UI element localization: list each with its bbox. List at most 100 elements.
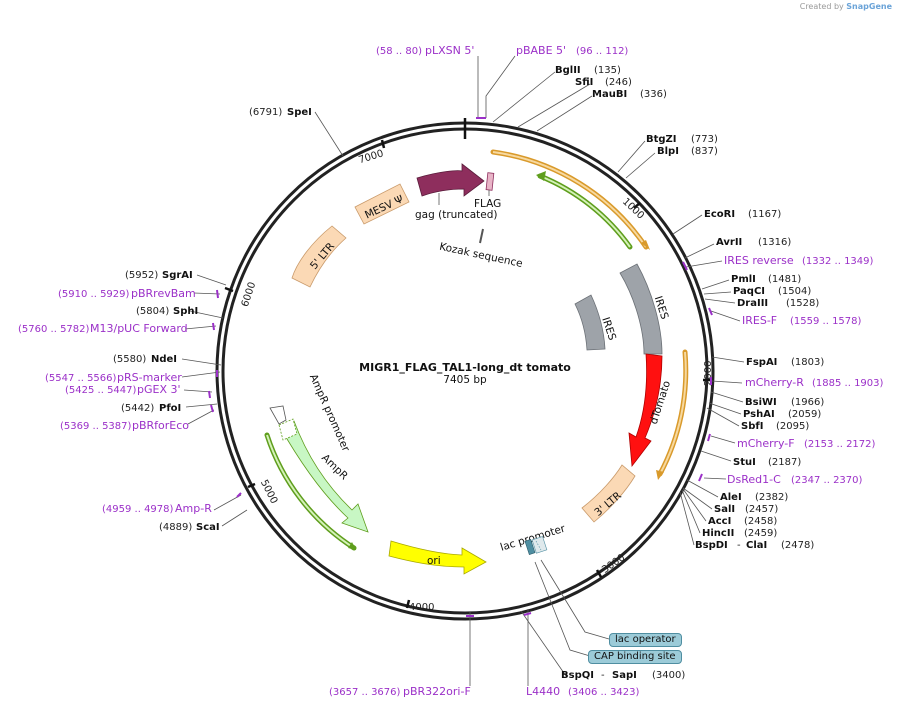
enzyme-SpeI-name[interactable]: SpeI bbox=[287, 107, 312, 118]
dtomato-arrow[interactable] bbox=[628, 353, 663, 468]
tick-5000 bbox=[247, 482, 256, 489]
primer-IRESrev-label[interactable]: IRES reverse bbox=[724, 254, 794, 267]
primer-pGEX-range: (5425 .. 5447) bbox=[65, 385, 137, 396]
enzyme-SalI-pos: (2457) bbox=[745, 504, 778, 515]
lac-operator-tag[interactable]: lac operator bbox=[609, 633, 682, 647]
enzyme-ClaI-name[interactable]: ClaI bbox=[746, 540, 767, 551]
cap-binding-box[interactable] bbox=[531, 536, 548, 554]
lac-operator-box[interactable] bbox=[524, 539, 536, 555]
enzyme-BspQI-name[interactable]: BspQI bbox=[561, 670, 594, 681]
enzyme-PmlI-name[interactable]: PmlI bbox=[731, 274, 756, 285]
enzyme-SgrAI-pos: (5952) bbox=[125, 270, 158, 281]
enzyme-MauBI-name[interactable]: MauBI bbox=[592, 89, 627, 100]
enzyme-PshAI-name[interactable]: PshAI bbox=[743, 409, 775, 420]
primer-M13-label[interactable]: M13/pUC Forward bbox=[90, 322, 188, 335]
enzyme-BspDI-name[interactable]: BspDI bbox=[695, 540, 728, 551]
primer-AmpR-range: (4959 .. 4978) bbox=[102, 504, 174, 515]
primer-DsRed1C-label[interactable]: DsRed1-C bbox=[727, 473, 781, 486]
primer-pBRforEco-label[interactable]: pBRforEco bbox=[132, 419, 189, 432]
enzyme-SbfI-name[interactable]: SbfI bbox=[741, 421, 763, 432]
ires-inner-arrow[interactable] bbox=[574, 294, 606, 351]
primer-pBABE-label[interactable]: pBABE 5' bbox=[516, 44, 566, 57]
ampr-promoter-arrow[interactable] bbox=[269, 405, 287, 425]
ires-outer-arrow[interactable] bbox=[619, 263, 663, 355]
tick-label-2000: 2000 bbox=[703, 361, 714, 386]
primer-pBRrevBam-label[interactable]: pBRrevBam bbox=[131, 287, 196, 300]
enzyme-BsiWI-name[interactable]: BsiWI bbox=[745, 397, 777, 408]
primer-pLXSN-label[interactable]: pLXSN 5' bbox=[425, 44, 474, 57]
cap-binding-site-tag[interactable]: CAP binding site bbox=[588, 650, 682, 664]
ampr-arrow[interactable] bbox=[279, 420, 369, 533]
ltr5-box[interactable] bbox=[291, 225, 347, 288]
enzyme-HincII-name[interactable]: HincII bbox=[702, 528, 734, 539]
enzyme-HincII-pos: (2459) bbox=[744, 528, 777, 539]
primer-pRS-range: (5547 .. 5566) bbox=[45, 373, 117, 384]
leader-BspDI bbox=[679, 491, 695, 546]
enzyme-AvrII-name[interactable]: AvrII bbox=[716, 237, 742, 248]
feature-label-ori: ori bbox=[427, 555, 441, 567]
primer-IRESF-range: (1559 .. 1578) bbox=[790, 316, 862, 327]
enzyme-DraIII-pos: (1528) bbox=[786, 298, 819, 309]
primer-mCherryF-label[interactable]: mCherry-F bbox=[737, 437, 795, 450]
enzyme-BglII-name[interactable]: BglII bbox=[555, 65, 581, 76]
enzyme-NdeI-name[interactable]: NdeI bbox=[151, 354, 177, 365]
enzyme-StuI-name[interactable]: StuI bbox=[733, 457, 756, 468]
ampr-promoter-box[interactable] bbox=[278, 418, 298, 441]
primer-L4440-label[interactable]: L4440 bbox=[526, 685, 560, 698]
plasmid-length: 7405 bp bbox=[443, 374, 487, 386]
enzyme-AccI-name[interactable]: AccI bbox=[708, 516, 731, 527]
enzyme-SphI-name[interactable]: SphI bbox=[173, 306, 198, 317]
green-ampr-arc-fill bbox=[266, 434, 355, 549]
leader-lacOperator bbox=[540, 559, 610, 640]
enzyme-ScaI-name[interactable]: ScaI bbox=[196, 522, 220, 533]
leader-SalI bbox=[682, 487, 713, 510]
primer-mark-pGEX bbox=[208, 390, 211, 399]
primer-AmpR-label[interactable]: Amp-R bbox=[175, 502, 212, 515]
enzyme-BtgZI-name[interactable]: BtgZI bbox=[646, 134, 677, 145]
leader-AleI bbox=[686, 479, 719, 498]
feature-label-kozak: Kozak sequence bbox=[438, 241, 523, 270]
leader-mCherryR bbox=[711, 380, 743, 384]
enzyme-PshAI-pos: (2059) bbox=[788, 409, 821, 420]
leader-SbfI bbox=[706, 407, 740, 427]
mesv-psi-box[interactable] bbox=[354, 183, 410, 225]
leader-PaqCI bbox=[703, 291, 732, 295]
leader-mCherryF bbox=[710, 435, 736, 444]
ori-arrow[interactable] bbox=[388, 540, 487, 575]
primer-mark-M13 bbox=[212, 322, 215, 331]
primer-pBABE-range: (96 .. 112) bbox=[576, 46, 628, 57]
enzyme-PaqCI-name[interactable]: PaqCI bbox=[733, 286, 765, 297]
flag-tag-box[interactable] bbox=[485, 172, 495, 191]
enzyme-SfiI-name[interactable]: SfiI bbox=[575, 77, 593, 88]
tick-7000 bbox=[380, 139, 386, 149]
primer-pRS-label[interactable]: pRS-marker bbox=[117, 371, 182, 384]
leader-PshAI bbox=[708, 402, 742, 415]
primer-pGEX-label[interactable]: pGEX 3' bbox=[137, 383, 181, 396]
enzyme-NdeI-pos: (5580) bbox=[113, 354, 146, 365]
leader-BsiWI bbox=[710, 391, 744, 403]
enzyme-SalI-name[interactable]: SalI bbox=[714, 504, 735, 515]
enzyme-BlpI-name[interactable]: BlpI bbox=[657, 146, 679, 157]
tick-1000 bbox=[633, 202, 641, 209]
leader-AvrII bbox=[684, 243, 715, 259]
leader-IRESF bbox=[710, 310, 741, 322]
primer-mCherryR-label[interactable]: mCherry-R bbox=[745, 376, 804, 389]
ltr3-box[interactable] bbox=[581, 464, 636, 523]
primer-mark-IRESF bbox=[708, 307, 713, 316]
leader-SpeI bbox=[314, 111, 344, 157]
gag-truncated-arrow[interactable] bbox=[416, 163, 485, 197]
enzyme-EcoRI-name[interactable]: EcoRI bbox=[704, 209, 735, 220]
enzyme-FspAI-name[interactable]: FspAI bbox=[746, 357, 777, 368]
primer-pBR322ori-label[interactable]: pBR322ori-F bbox=[403, 685, 471, 698]
plasmid-name: MIGR1_FLAG_TAL1-long_dt tomato bbox=[359, 361, 571, 374]
enzyme-PfoI-name[interactable]: PfoI bbox=[159, 403, 181, 414]
enzyme-FspAI-pos: (1803) bbox=[791, 357, 824, 368]
primer-IRESF-label[interactable]: IRES-F bbox=[742, 314, 777, 327]
enzyme-SfiI-pos: (246) bbox=[605, 77, 632, 88]
kozak-mark[interactable] bbox=[479, 228, 484, 244]
enzyme-DraIII-name[interactable]: DraIII bbox=[737, 298, 768, 309]
enzyme-SgrAI-name[interactable]: SgrAI bbox=[162, 270, 193, 281]
enzyme-AleI-name[interactable]: AleI bbox=[720, 492, 742, 503]
enzyme-SapI-name[interactable]: SapI bbox=[612, 670, 637, 681]
